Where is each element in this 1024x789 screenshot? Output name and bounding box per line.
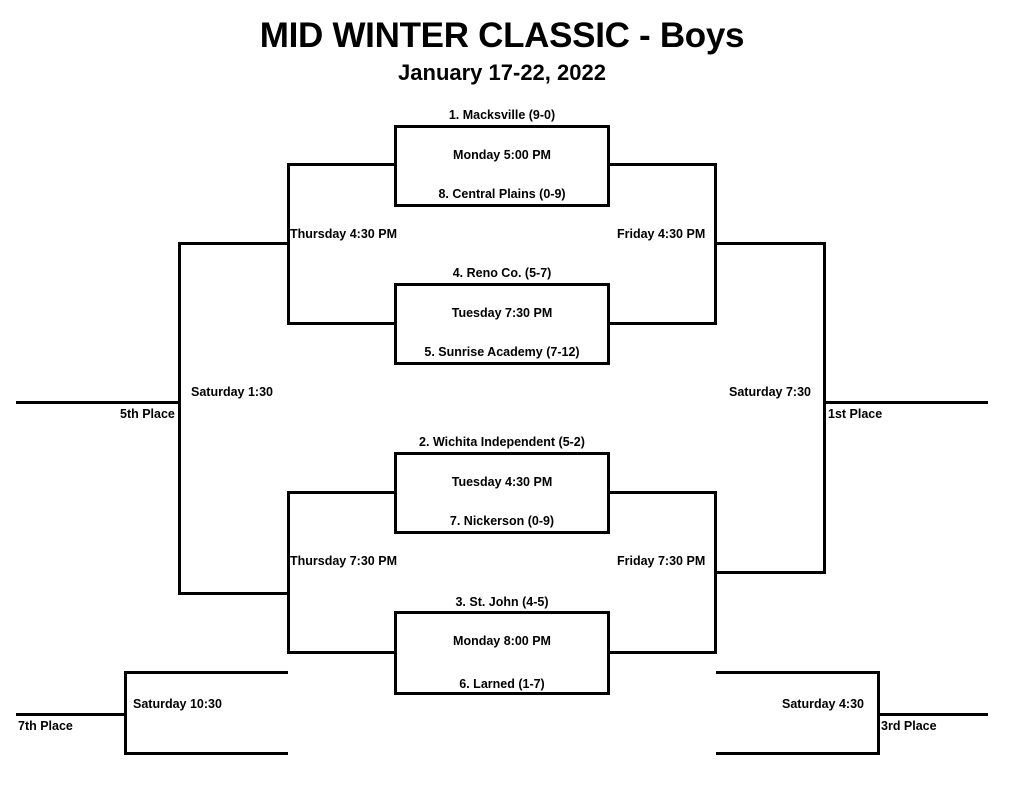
bracket-line [609, 491, 717, 494]
page-subtitle: January 17-22, 2022 [398, 60, 606, 85]
place-label-fifth: 5th Place [120, 407, 175, 421]
game-time-4: Monday 8:00 PM [453, 634, 551, 648]
bracket-line [287, 651, 395, 654]
game-time-3: Tuesday 4:30 PM [451, 475, 553, 489]
bracket-line [877, 713, 988, 716]
place-label-third: 3rd Place [881, 719, 937, 733]
team-label-seed-1: 1. Macksville (9-0) [448, 108, 556, 122]
place-label-first: 1st Place [828, 407, 883, 421]
round-label-championship: Saturday 7:30 [729, 385, 811, 399]
team-label-seed-7: 7. Nickerson (0-9) [449, 514, 555, 528]
game-box-2 [394, 283, 610, 365]
place-label-seventh: 7th Place [18, 719, 73, 733]
game-box-1 [394, 125, 610, 207]
bracket-line [16, 401, 181, 404]
bracket-line [714, 571, 826, 574]
bracket-line [823, 242, 826, 574]
round-label-semifinal-top: Friday 4:30 PM [617, 227, 706, 241]
bracket-line [124, 671, 288, 674]
bracket-line [287, 491, 290, 654]
round-label-consolation-bottom: Thursday 7:30 PM [290, 554, 397, 568]
bracket-line [16, 713, 127, 716]
bracket-line [714, 242, 826, 245]
round-label-consolation-top: Thursday 4:30 PM [290, 227, 397, 241]
round-label-semifinal-bottom: Friday 7:30 PM [617, 554, 706, 568]
bracket-line [609, 163, 717, 166]
page-title: MID WINTER CLASSIC - Boys [259, 16, 745, 55]
bracket-line [287, 322, 395, 325]
bracket-line [287, 163, 395, 166]
bracket-line [178, 242, 290, 245]
bracket-line [287, 491, 395, 494]
bracket-line [124, 752, 288, 755]
bracket-line [609, 322, 717, 325]
round-label-fifth-game: Saturday 1:30 [191, 385, 273, 399]
round-label-third-game: Saturday 4:30 [782, 697, 864, 711]
bracket-line [609, 651, 717, 654]
bracket-line [178, 592, 290, 595]
round-label-seventh-game: Saturday 10:30 [133, 697, 222, 711]
team-label-seed-6: 6. Larned (1-7) [459, 677, 545, 691]
game-time-1: Monday 5:00 PM [453, 148, 551, 162]
team-label-seed-4: 4. Reno Co. (5-7) [452, 266, 552, 280]
bracket-line [178, 242, 181, 595]
team-label-seed-8: 8. Central Plains (0-9) [438, 187, 566, 201]
bracket-line [716, 671, 880, 674]
team-label-seed-2: 2. Wichita Independent (5-2) [419, 435, 585, 449]
game-time-2: Tuesday 7:30 PM [451, 306, 553, 320]
bracket-line [823, 401, 988, 404]
team-label-seed-5: 5. Sunrise Academy (7-12) [424, 345, 580, 359]
bracket-line [716, 752, 880, 755]
game-box-3 [394, 452, 610, 534]
game-box-4 [394, 611, 610, 695]
team-label-seed-3: 3. St. John (4-5) [455, 595, 549, 609]
